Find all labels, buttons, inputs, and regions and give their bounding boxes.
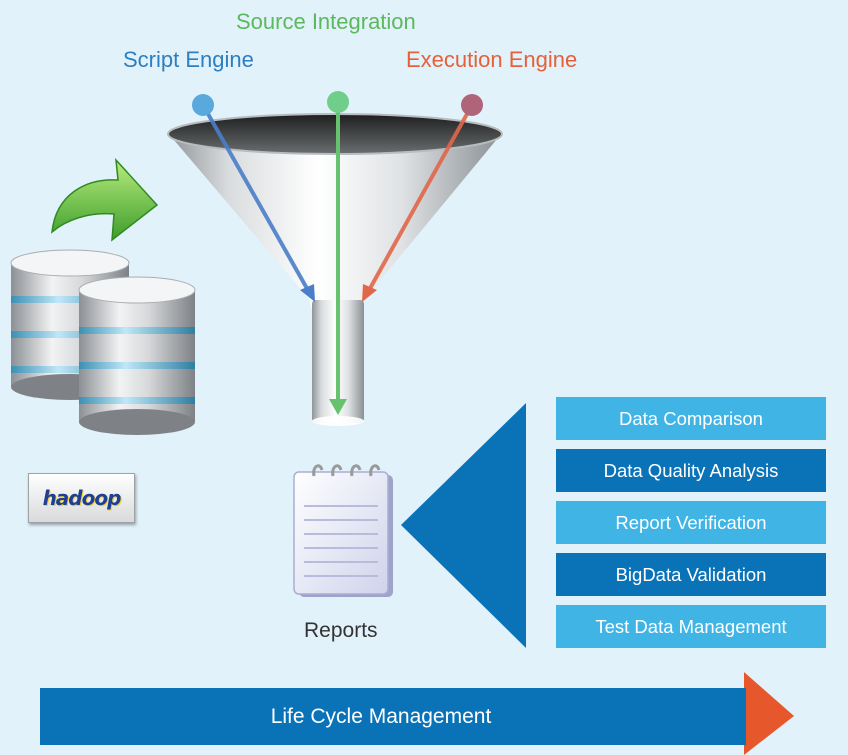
source-integration-label: Source Integration bbox=[236, 9, 416, 34]
hadoop-logo-text: hadoop bbox=[42, 486, 122, 510]
feature-report-verification: Report Verification bbox=[556, 501, 826, 544]
source-integration-dot bbox=[327, 91, 349, 113]
green-curved-arrow bbox=[51, 157, 159, 242]
reports-notepad-icon bbox=[293, 464, 393, 597]
funnel bbox=[167, 113, 503, 426]
feature-list: Data Comparison Data Quality Analysis Re… bbox=[556, 397, 826, 657]
lifecycle-management-label: Life Cycle Management bbox=[270, 705, 492, 728]
script-engine-label: Script Engine bbox=[123, 47, 254, 72]
feature-bigdata-validation: BigData Validation bbox=[556, 553, 826, 596]
reports-label: Reports bbox=[304, 619, 378, 642]
feature-test-data-management: Test Data Management bbox=[556, 605, 826, 648]
lifecycle-management-bar: Life Cycle Management bbox=[40, 688, 746, 745]
funnel-spout-opening bbox=[312, 416, 364, 426]
feature-data-comparison: Data Comparison bbox=[556, 397, 826, 440]
script-engine-dot bbox=[192, 94, 214, 116]
database-front-icon bbox=[78, 276, 196, 435]
hadoop-logo: hadoop bbox=[28, 473, 135, 523]
execution-engine-label: Execution Engine bbox=[406, 47, 578, 72]
funnel-rim-edge bbox=[167, 113, 503, 155]
funnel-rim bbox=[168, 114, 502, 154]
execution-engine-dot bbox=[461, 94, 483, 116]
database-icon bbox=[10, 249, 196, 435]
lifecycle-arrow-head bbox=[744, 672, 794, 755]
feature-pointer-triangle bbox=[401, 403, 526, 648]
script-engine-arrow bbox=[192, 94, 315, 302]
execution-engine-arrow bbox=[362, 94, 483, 302]
source-integration-arrow bbox=[327, 91, 349, 415]
feature-data-quality-analysis: Data Quality Analysis bbox=[556, 449, 826, 492]
funnel-body bbox=[168, 133, 502, 314]
